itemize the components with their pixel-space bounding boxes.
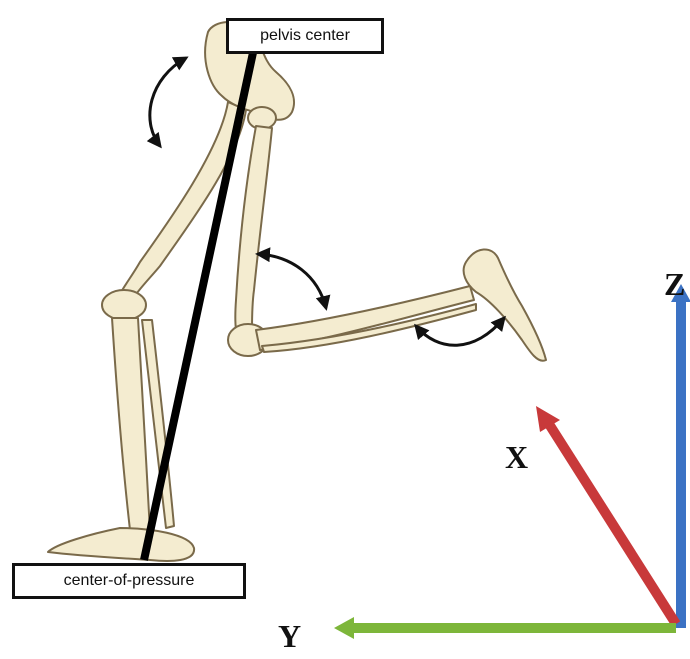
axis-y-label: Y [278, 620, 301, 652]
axis-x-arrow [549, 424, 676, 624]
hip-joint [248, 107, 276, 129]
axis-z-label: Z [664, 268, 685, 300]
pelvis-center-label: pelvis center [226, 18, 384, 54]
skeleton-illustration [48, 22, 546, 561]
tibia-standing [112, 318, 150, 532]
knee-standing [102, 290, 146, 320]
center-of-pressure-label: center-of-pressure [12, 563, 246, 599]
knee-rotation-arrow [258, 254, 326, 308]
femur-standing [120, 102, 246, 300]
axis-y-arrowhead [334, 617, 354, 639]
axis-x-label: X [505, 441, 528, 473]
foot-standing [48, 528, 194, 561]
hip-rotation-arrow [150, 58, 186, 146]
femur-raised [235, 126, 272, 330]
